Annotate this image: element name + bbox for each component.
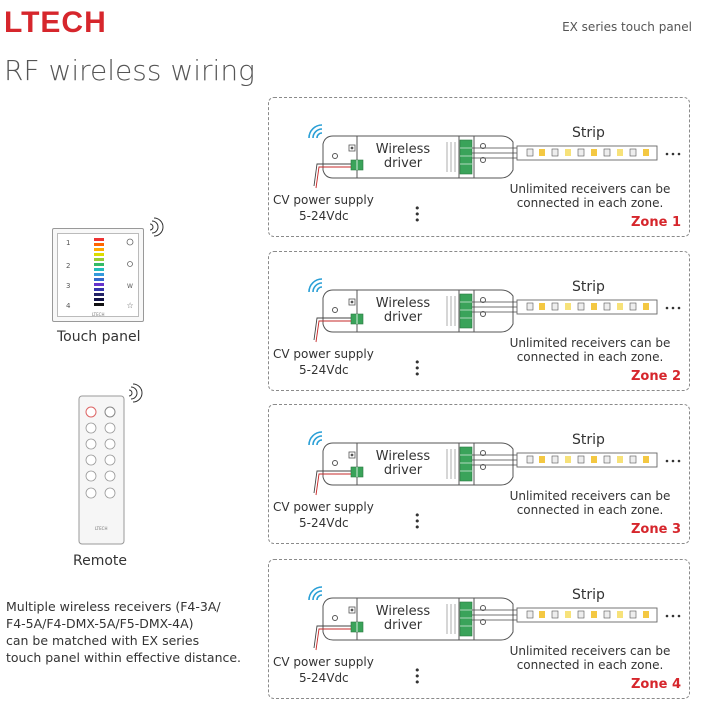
signal-icon bbox=[149, 217, 164, 237]
svg-text:LTECH: LTECH bbox=[92, 312, 104, 317]
remote-device: LTECH bbox=[78, 383, 143, 545]
power-supply-label: CV power supply bbox=[273, 655, 374, 669]
led-chip-row bbox=[526, 455, 649, 464]
touch-panel-device: 1 2 3 4 W ☆ LTECH bbox=[52, 217, 164, 322]
power-voltage-label: 5-24Vdc bbox=[299, 516, 349, 530]
svg-text:4: 4 bbox=[66, 302, 71, 310]
more-drivers-ellipsis: ••• bbox=[414, 202, 421, 227]
power-supply-label: CV power supply bbox=[273, 500, 374, 514]
led-chip-row bbox=[526, 148, 649, 157]
svg-text:☆: ☆ bbox=[127, 301, 134, 310]
wifi-signal-icon bbox=[308, 431, 323, 446]
page-title: RF wireless wiring bbox=[4, 54, 255, 87]
zone-label: Zone 4 bbox=[630, 677, 681, 692]
receivers-note: Unlimited receivers can be connected in … bbox=[509, 336, 671, 364]
power-voltage-label: 5-24Vdc bbox=[299, 209, 349, 223]
brand-logo: LTECH bbox=[4, 6, 107, 39]
wifi-signal-icon bbox=[308, 124, 323, 139]
svg-text:1: 1 bbox=[66, 239, 70, 247]
zone-4-box: Wireless driver Strip CV power supply 5-… bbox=[268, 559, 690, 699]
power-supply-label: CV power supply bbox=[273, 347, 374, 361]
driver-label: Wireless driver bbox=[375, 604, 431, 633]
svg-text:LTECH: LTECH bbox=[95, 526, 107, 531]
driver-label: Wireless driver bbox=[375, 449, 431, 478]
wifi-signal-icon bbox=[308, 278, 323, 293]
remote-caption: Remote bbox=[73, 553, 128, 569]
zone-label: Zone 3 bbox=[630, 522, 681, 537]
strip-label: Strip bbox=[572, 587, 605, 603]
zone-2-box: Wireless driver Strip CV power supply 5-… bbox=[268, 251, 690, 391]
led-chip-row bbox=[526, 302, 649, 311]
receivers-note: Unlimited receivers can be connected in … bbox=[509, 489, 671, 517]
driver-label: Wireless driver bbox=[375, 142, 431, 171]
wifi-signal-icon bbox=[308, 586, 323, 601]
compatibility-note: Multiple wireless receivers (F4-3A/ F4-5… bbox=[6, 599, 242, 665]
zone-1-box: Wireless driver Strip CV power supply 5-… bbox=[268, 97, 690, 237]
strip-label: Strip bbox=[572, 432, 605, 448]
power-voltage-label: 5-24Vdc bbox=[299, 671, 349, 685]
strip-label: Strip bbox=[572, 125, 605, 141]
signal-icon bbox=[128, 383, 143, 403]
zone-label: Zone 1 bbox=[630, 215, 681, 230]
power-supply-label: CV power supply bbox=[273, 193, 374, 207]
touch-panel-caption: Touch panel bbox=[57, 329, 141, 345]
driver-label: Wireless driver bbox=[375, 296, 431, 325]
strip-label: Strip bbox=[572, 279, 605, 295]
more-drivers-ellipsis: ••• bbox=[414, 664, 421, 689]
svg-text:2: 2 bbox=[66, 262, 70, 270]
series-label: EX series touch panel bbox=[562, 20, 692, 34]
svg-text:W: W bbox=[127, 283, 133, 290]
more-drivers-ellipsis: ••• bbox=[414, 356, 421, 381]
zone-label: Zone 2 bbox=[630, 369, 681, 384]
more-drivers-ellipsis: ••• bbox=[414, 509, 421, 534]
svg-text:3: 3 bbox=[66, 282, 70, 290]
power-voltage-label: 5-24Vdc bbox=[299, 363, 349, 377]
zone-3-box: Wireless driver Strip CV power supply 5-… bbox=[268, 404, 690, 544]
led-chip-row bbox=[526, 610, 649, 619]
receivers-note: Unlimited receivers can be connected in … bbox=[509, 644, 671, 672]
receivers-note: Unlimited receivers can be connected in … bbox=[509, 182, 671, 210]
